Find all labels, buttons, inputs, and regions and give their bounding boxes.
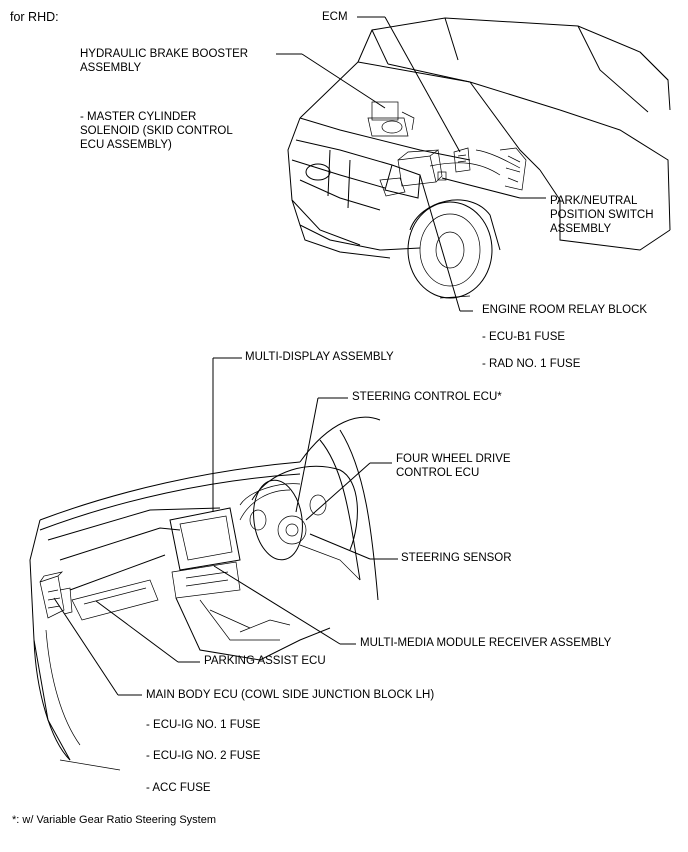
label-park-neutral-line3: ASSEMBLY: [550, 223, 612, 235]
vehicle-interior-illustration: [29, 416, 381, 771]
label-rad-no1-fuse: - RAD NO. 1 FUSE: [482, 358, 581, 370]
diagram-header: for RHD:: [10, 10, 59, 24]
label-master-cylinder-line3: ECU ASSEMBLY): [80, 139, 172, 151]
vehicle-exterior-illustration: [287, 17, 671, 299]
label-steering-control-ecu: STEERING CONTROL ECU*: [352, 391, 502, 403]
leader-lines-top: [276, 16, 546, 312]
label-brake-booster-line1: HYDRAULIC BRAKE BOOSTER: [80, 48, 249, 60]
label-ecm: ECM: [322, 11, 348, 23]
label-master-cylinder-line1: - MASTER CYLINDER: [80, 111, 197, 123]
label-brake-booster-line2: ASSEMBLY: [80, 62, 142, 74]
label-parking-assist-ecu: PARKING ASSIST ECU: [204, 655, 326, 667]
label-four-wheel-drive-line1: FOUR WHEEL DRIVE: [396, 453, 511, 465]
footnote: *: w/ Variable Gear Ratio Steering Syste…: [12, 814, 216, 826]
label-steering-sensor: STEERING SENSOR: [401, 552, 512, 564]
label-multimedia-receiver: MULTI-MEDIA MODULE RECEIVER ASSEMBLY: [360, 637, 612, 649]
label-ecu-b1-fuse: - ECU-B1 FUSE: [482, 331, 566, 343]
label-main-body-ecu: MAIN BODY ECU (COWL SIDE JUNCTION BLOCK …: [146, 689, 435, 701]
label-park-neutral-line1: PARK/NEUTRAL: [550, 195, 638, 207]
label-four-wheel-drive-line2: CONTROL ECU: [396, 467, 480, 479]
label-acc-fuse: - ACC FUSE: [146, 782, 211, 794]
label-park-neutral-line2: POSITION SWITCH: [550, 209, 654, 221]
label-ecu-ig-no2-fuse: - ECU-IG NO. 2 FUSE: [146, 750, 261, 762]
label-multi-display-assembly: MULTI-DISPLAY ASSEMBLY: [245, 351, 394, 363]
label-ecu-ig-no1-fuse: - ECU-IG NO. 1 FUSE: [146, 719, 261, 731]
label-engine-room-relay-block: ENGINE ROOM RELAY BLOCK: [482, 304, 648, 316]
leader-lines-bottom: [53, 357, 398, 696]
label-master-cylinder-line2: SOLENOID (SKID CONTROL: [80, 125, 233, 137]
